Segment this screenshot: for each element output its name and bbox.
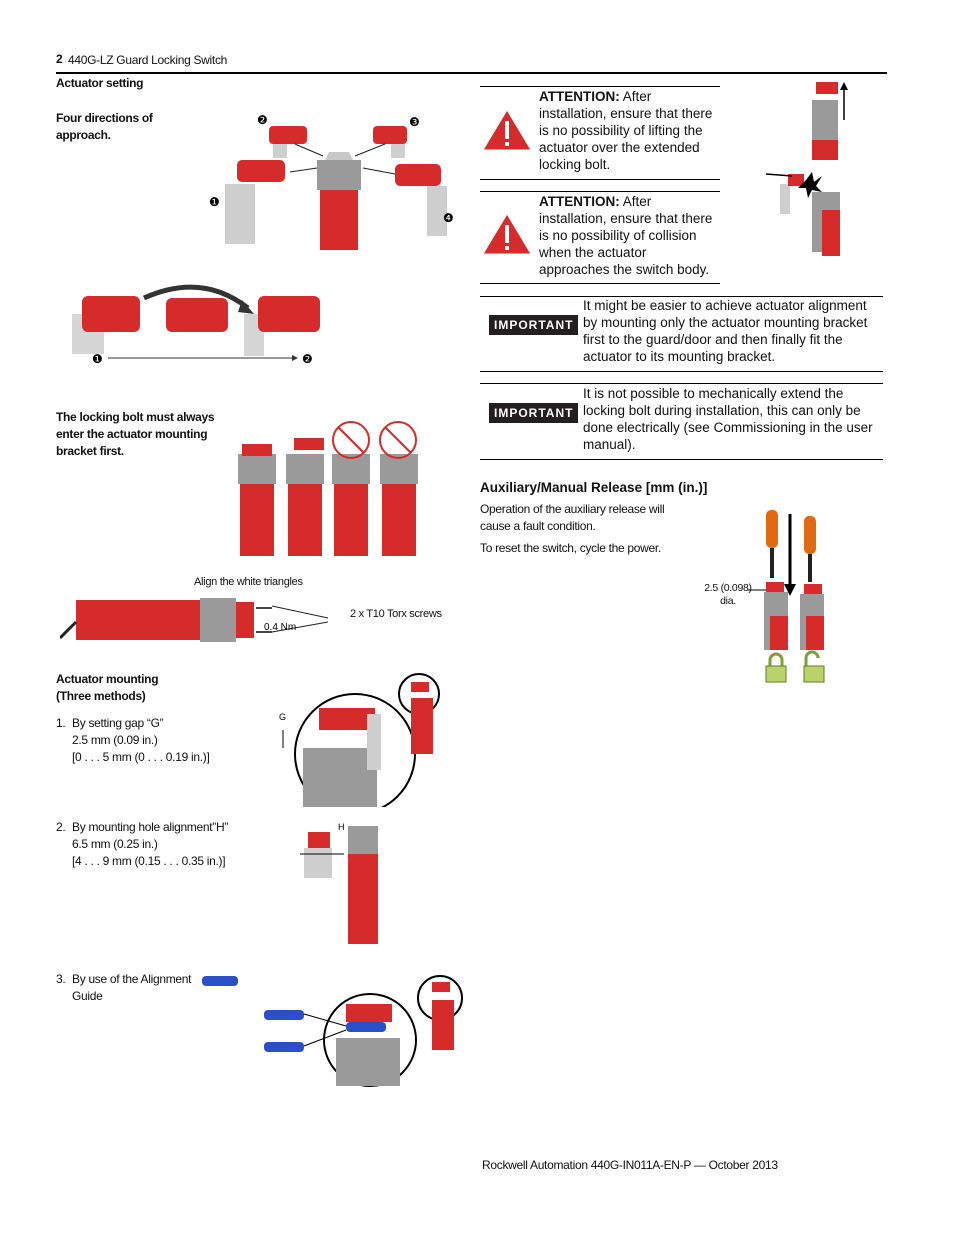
important2-text: It is not possible to mechanically exten…	[583, 386, 873, 452]
attention2-lead: ATTENTION:	[539, 194, 620, 209]
screwdriver-icon	[804, 516, 816, 582]
aux-p1: Operation of the auxiliary release will …	[480, 502, 665, 533]
warning-triangle-icon	[482, 213, 532, 255]
actuator-3	[373, 126, 407, 158]
switch-body-horizontal	[76, 600, 206, 640]
align-note: Align the white triangles	[194, 576, 303, 588]
method2-line1: By mounting hole alignment”H”	[72, 820, 229, 834]
warning-triangle-icon	[482, 109, 532, 151]
screws-note: 2 x T10 Torx screws	[350, 608, 442, 620]
bolt-entry-figure	[238, 421, 418, 556]
important1-bottom-rule	[480, 371, 883, 372]
switch-ok-1	[238, 444, 276, 556]
method3-line1: By use of the Alignment	[72, 972, 192, 986]
torque-value: 0.4 Nm	[264, 622, 296, 633]
method1-line1: By setting gap “G”	[72, 716, 164, 730]
attention2-top-rule	[480, 191, 720, 192]
attention1-top-rule	[480, 86, 720, 87]
rotation-arrow	[142, 284, 250, 310]
locked-padlock-icon	[765, 652, 787, 683]
gap-label-g: G	[279, 712, 286, 722]
method3-figure	[202, 975, 463, 1087]
dir-label-1: ❶	[209, 195, 220, 209]
actuator-mid	[166, 298, 228, 332]
actuator-2	[269, 126, 307, 158]
aux-title: Auxiliary/Manual Release [mm (in.)]	[480, 480, 708, 495]
switch-wrong-2	[379, 421, 418, 556]
dir-label-3: ❸	[409, 115, 420, 129]
actuator-4	[395, 164, 447, 236]
section-title: Actuator setting	[56, 76, 144, 90]
method1-num: 1.	[56, 716, 66, 730]
arc-label-2: ❷	[302, 352, 313, 366]
important2-top-rule	[480, 383, 883, 384]
four-directions-figure: ❶ ❷ ❸ ❹	[209, 113, 454, 250]
aux-release-figure	[748, 510, 825, 683]
important1-top-rule	[480, 296, 883, 297]
mounting-title: Actuator mounting (Three methods)	[56, 672, 159, 703]
method3-line2: Guide	[72, 989, 103, 1003]
gap-label-h: H	[338, 822, 345, 832]
actuator-1	[225, 160, 285, 244]
attention1-lead: ATTENTION:	[539, 89, 620, 104]
arc-label-1: ❶	[92, 352, 103, 366]
alignment-guide-icon	[202, 976, 238, 986]
lift-collision-figure	[766, 82, 848, 256]
important1-badge: IMPORTANT	[489, 315, 579, 335]
aux-p2: To reset the switch, cycle the power.	[480, 541, 661, 555]
dir-label-4: ❹	[443, 211, 454, 225]
doc-title: 440G-LZ Guard Locking Switch	[68, 53, 228, 67]
attention2-bottom-rule	[480, 283, 720, 284]
rotation-figure: ❶ ❷	[72, 284, 320, 366]
method2-line3: [4 . . . 9 mm (0.15 . . . 0.35 in.)]	[72, 854, 226, 868]
method1-figure: G	[279, 673, 440, 807]
collision-switch	[766, 172, 840, 256]
switch-wrong-1	[332, 421, 370, 556]
bolt-note: The locking bolt must always enter the a…	[56, 410, 215, 458]
attention1-bottom-rule	[480, 179, 720, 180]
actuator-end	[244, 296, 320, 356]
method2-line2: 6.5 mm (0.25 in.)	[72, 837, 158, 851]
method3-num: 3.	[56, 972, 66, 986]
page-number: 2	[56, 52, 63, 66]
important2-bottom-rule	[480, 459, 883, 460]
switch-ok-2	[286, 438, 324, 556]
footer-text: Rockwell Automation 440G-IN011A-EN-P — O…	[482, 1158, 778, 1172]
screwdriver-icon	[766, 510, 778, 578]
actuator-start	[72, 296, 140, 354]
important1-text: It might be easier to achieve actuator a…	[583, 298, 868, 364]
dir-label-2: ❷	[257, 113, 268, 127]
attention2-text: ATTENTION: After installation, ensure th…	[539, 193, 717, 278]
important2-badge: IMPORTANT	[489, 403, 579, 423]
switch-body	[317, 152, 361, 250]
method1-line2: 2.5 mm (0.09 in.)	[72, 733, 158, 747]
attention2-body: After installation, ensure that there is…	[539, 194, 713, 277]
header-rule	[56, 72, 887, 74]
method2-num: 2.	[56, 820, 66, 834]
four-directions-caption: Four directions of approach.	[56, 111, 153, 142]
method2-figure: H	[300, 822, 378, 944]
torque-figure: 0.4 Nm	[60, 598, 329, 642]
dia-label: 2.5 (0.098) dia.	[704, 582, 752, 607]
approach-arrows	[289, 143, 396, 175]
attention1-body: After installation, ensure that there is…	[539, 89, 713, 172]
unlocked-padlock-icon	[803, 650, 825, 683]
lift-switch	[812, 82, 848, 160]
attention1-text: ATTENTION: After installation, ensure th…	[539, 88, 715, 173]
method1-line3: [0 . . . 5 mm (0 . . . 0.19 in.)]	[72, 750, 210, 764]
